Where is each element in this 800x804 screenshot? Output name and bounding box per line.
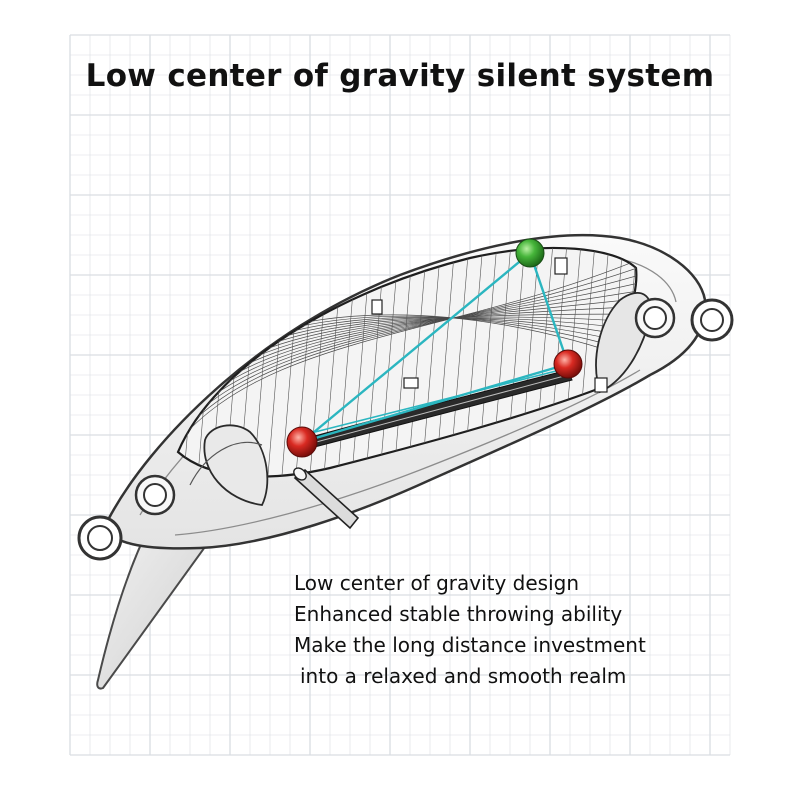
body-lower-contour	[174, 369, 641, 536]
belly-eyelet-inner	[643, 306, 667, 330]
caption-line: Enhanced stable throwing ability	[294, 602, 623, 626]
weight-triangle	[301, 252, 570, 444]
front-bulkhead	[203, 424, 269, 506]
rear-weight-ball	[553, 349, 583, 379]
mesh-line	[178, 263, 637, 447]
cavity-tab	[371, 299, 383, 315]
tail-eyelet-inner	[700, 308, 724, 332]
mesh-line	[178, 271, 637, 442]
caption-line: Make the long distance investment	[294, 633, 646, 657]
caption-line: Low center of gravity design	[294, 571, 580, 595]
triangle-edge-front-top	[301, 252, 531, 443]
cavity-tab	[403, 377, 419, 389]
nose-eyelet-inner	[143, 483, 167, 507]
cavity-tab	[554, 257, 568, 275]
top-weight-ball	[515, 238, 545, 268]
caption-block: Low center of gravity design Enhanced st…	[294, 568, 774, 692]
cavity-tab	[594, 377, 608, 393]
weight-rail-highlight	[304, 374, 569, 446]
caption-line: into a relaxed and smooth realm	[300, 664, 627, 688]
mesh-line	[178, 254, 637, 453]
line-tie-pin-head	[293, 467, 307, 481]
front-weight-ball	[286, 426, 318, 458]
triangle-edge-top-rear	[528, 252, 570, 365]
page-title: Low center of gravity silent system	[85, 58, 715, 94]
front-eyelet-inner	[87, 525, 113, 551]
triangle-edge-inner	[314, 369, 561, 433]
triangle-edge-rear-front	[301, 362, 569, 444]
front-bulkhead-curve	[189, 441, 263, 486]
